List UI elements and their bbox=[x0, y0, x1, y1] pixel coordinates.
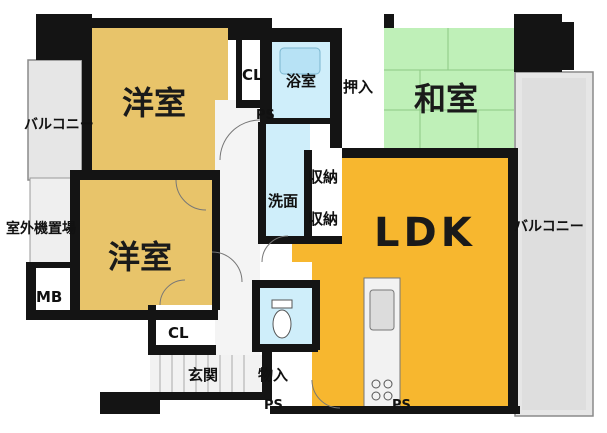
balcony-right-label: バルコニー bbox=[514, 219, 584, 235]
entrance-area bbox=[150, 355, 262, 395]
ps-label-3: PS bbox=[392, 398, 411, 413]
western-room-2-label: 洋室 bbox=[108, 238, 173, 276]
closet-1-label: CL bbox=[242, 66, 263, 84]
western-room-1-label: 洋室 bbox=[122, 84, 187, 122]
balcony-left-label: バルコニー bbox=[24, 117, 94, 133]
ldk-label: LDK bbox=[374, 210, 476, 256]
ldk-area bbox=[292, 155, 512, 410]
monoire-label: 物入 bbox=[258, 366, 289, 384]
ps-label-2: PS bbox=[264, 398, 283, 413]
oshiire-area bbox=[342, 28, 384, 146]
closet-2-label: CL bbox=[168, 324, 189, 342]
washroom-label: 洗面 bbox=[268, 192, 299, 210]
western-room-2-area bbox=[78, 180, 218, 310]
ps-label-1: PS bbox=[256, 108, 275, 123]
oshiire-label: 押入 bbox=[343, 78, 374, 96]
bathroom-label: 浴室 bbox=[286, 72, 317, 90]
outdoor-unit-label: 室外機置場 bbox=[6, 221, 76, 237]
toilet-icon bbox=[272, 309, 292, 339]
mb-label: MB bbox=[36, 288, 63, 306]
shuno-2-label: 収納 bbox=[308, 210, 339, 228]
japanese-room-area bbox=[384, 28, 514, 150]
shuno-1-label: 収納 bbox=[308, 168, 339, 186]
japanese-room-label: 和室 bbox=[414, 80, 479, 118]
washroom-area bbox=[262, 122, 310, 240]
entrance-label: 玄関 bbox=[188, 366, 219, 384]
